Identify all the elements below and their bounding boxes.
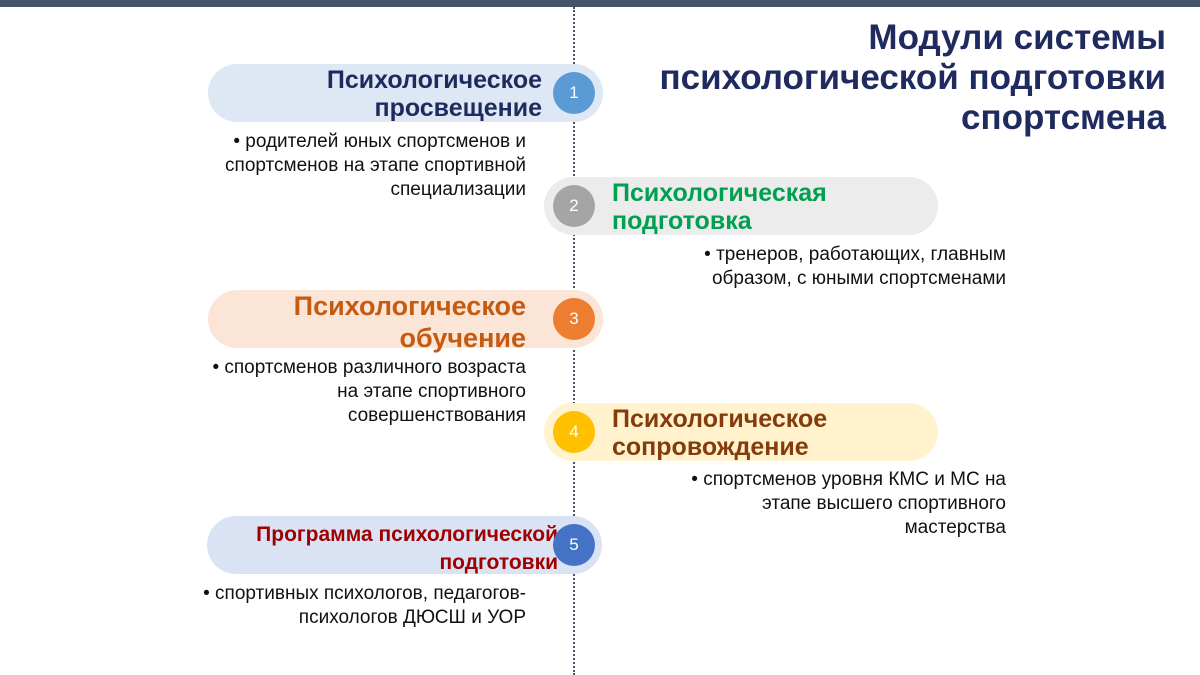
module-4-description: • спортсменов уровня КМС и МС на этапе в… [691,469,1006,538]
module-5-pill [207,516,602,574]
module-1-pill [208,64,603,122]
module-2-number: 2 [553,185,595,227]
module-3-title: Психологическое обучение [293,291,526,353]
module-2-title: Психологическая подготовка [612,179,827,235]
module-4-title: Психологическое сопровождение [612,405,828,461]
module-3-pill [208,290,603,348]
module-4-pill [544,403,938,461]
module-5-description: • спортивных психологов, педагогов- псих… [203,583,526,628]
module-2-description: • тренеров, работающих, главным образом,… [704,244,1006,289]
slide-title: Модули системы психологической подготовк… [659,18,1166,137]
module-3-description: • спортсменов различного возраста на эта… [212,357,526,426]
module-1-number: 1 [553,72,595,114]
module-5-title: Программа психологической подготовки [256,523,558,574]
top-bar [0,0,1200,7]
module-1-description: • родителей юных спортсменов и спортсмен… [225,131,526,200]
module-1-title: Психологическое просвещение [326,66,542,122]
module-4-number: 4 [553,411,595,453]
module-2-pill [544,177,938,235]
module-3-number: 3 [553,298,595,340]
module-5-number: 5 [553,524,595,566]
